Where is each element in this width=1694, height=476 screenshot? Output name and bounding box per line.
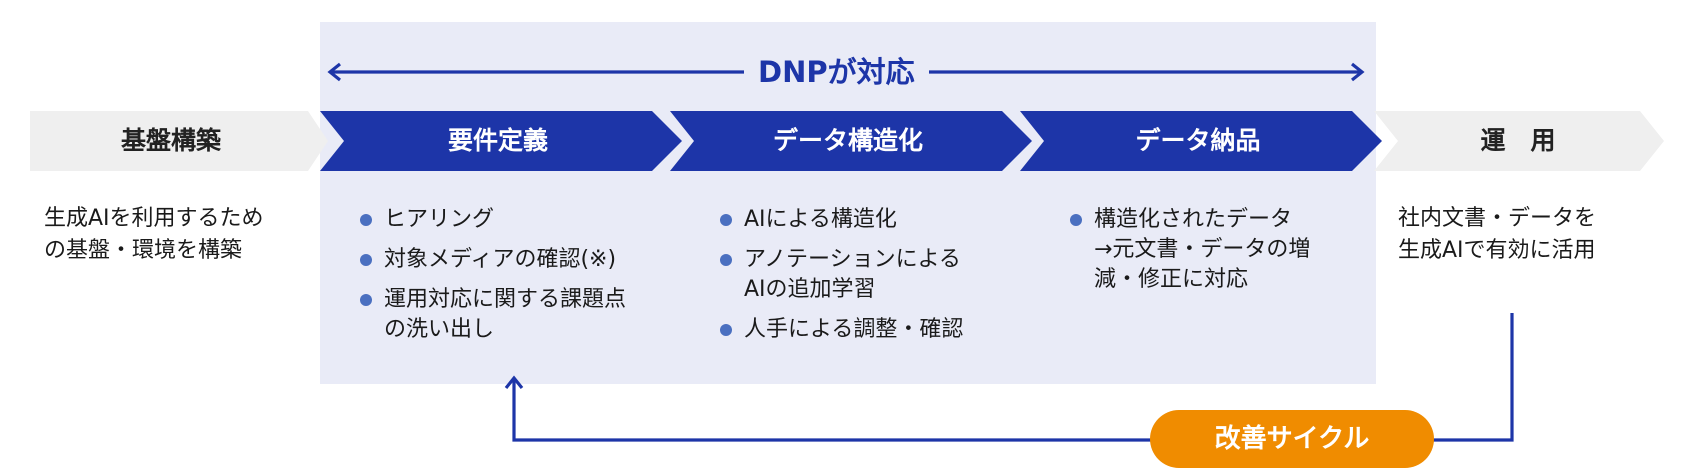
list-item: 人手による調整・確認	[718, 315, 1018, 345]
step-chevron-requirements	[320, 111, 682, 171]
step-label-requirements: 要件定義	[447, 126, 548, 155]
step-chevron-foundation	[30, 111, 328, 171]
list-item: 運用対応に関する課題点の洗い出し	[358, 285, 668, 345]
bullet-dot	[720, 214, 732, 226]
step-chevron-operation	[1374, 111, 1664, 171]
step-chevron-structuring	[670, 111, 1032, 171]
bullet-dot	[1070, 214, 1082, 226]
dnp-scope-title: DNPが対応	[744, 52, 929, 92]
bullet-dot	[360, 254, 372, 266]
step-label-operation: 運 用	[1480, 126, 1556, 155]
list-item: ヒアリング	[358, 205, 668, 235]
bullet-dot	[360, 214, 372, 226]
delivery-bullet-list: 構造化されたデータ→元文書・データの増減・修正に対応	[1068, 205, 1368, 305]
bullet-dot	[720, 254, 732, 266]
step-label-delivery: データ納品	[1135, 126, 1261, 155]
list-item: AIによる構造化	[718, 205, 1018, 235]
bullet-dot	[360, 294, 372, 306]
operation-description: 社内文書・データを 生成AIで有効に活用	[1398, 206, 1597, 263]
bullet-dot	[720, 324, 732, 336]
list-item: 構造化されたデータ→元文書・データの増減・修正に対応	[1068, 205, 1368, 295]
step-label-structuring: データ構造化	[772, 126, 923, 155]
improvement-cycle-path	[504, 313, 1514, 442]
improvement-cycle-badge: 改善サイクル	[1150, 410, 1434, 468]
step-chevron-delivery	[1020, 111, 1382, 171]
foundation-description: 生成AIを利用するため の基盤・環境を構築	[44, 206, 264, 263]
requirements-bullet-list: ヒアリング 対象メディアの確認(※) 運用対応に関する課題点の洗い出し	[358, 205, 668, 355]
step-label-foundation: 基盤構築	[120, 126, 221, 155]
list-item: 対象メディアの確認(※)	[358, 245, 668, 275]
